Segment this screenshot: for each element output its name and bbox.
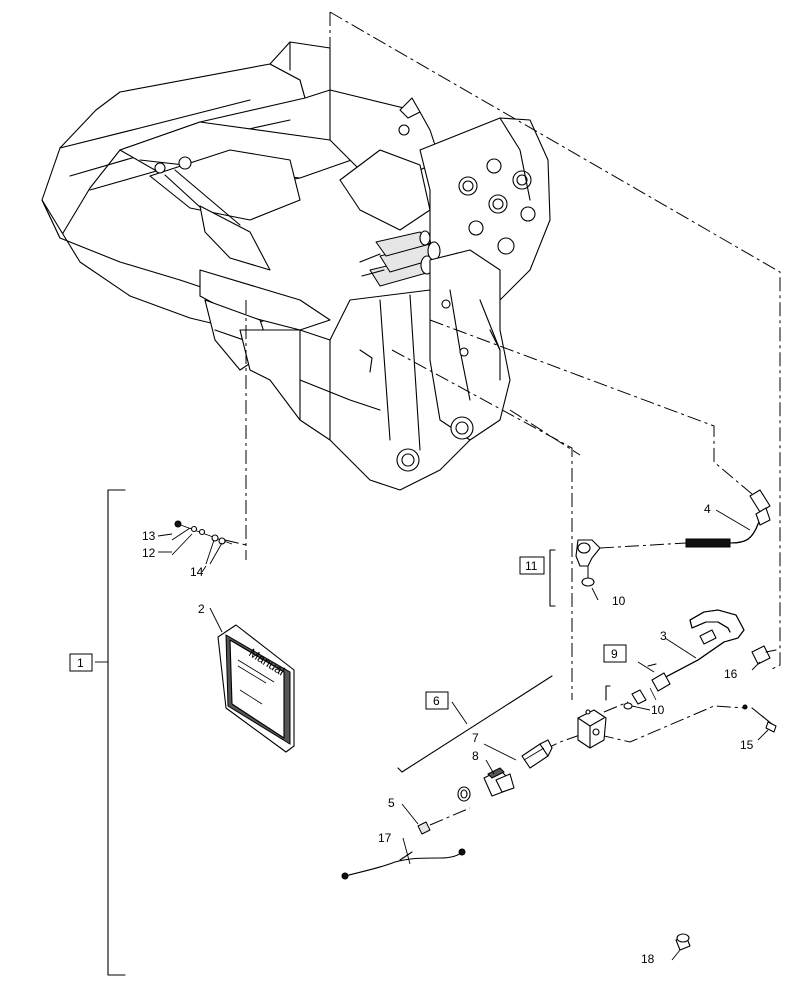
operator-manual-2: Manual (217, 624, 295, 753)
callout-4: 4 (704, 502, 711, 516)
callout-10-upper: 10 (612, 594, 626, 608)
kit-bracket-6 (397, 675, 553, 773)
callout-12: 12 (142, 546, 156, 560)
callout-5: 5 (388, 796, 395, 810)
callout-1: 1 (77, 656, 84, 670)
callout-2: 2 (198, 602, 205, 616)
callout-9: 9 (611, 647, 618, 661)
kit-bracket-1 (95, 489, 126, 976)
callout-10-lower: 10 (651, 703, 665, 717)
callout-8: 8 (472, 749, 479, 763)
callout-6: 6 (433, 694, 440, 708)
hydraulic-couplers (359, 230, 441, 287)
callout-13: 13 (142, 529, 156, 543)
callout-box-11: 11 (519, 556, 545, 575)
assembly-reference-lines (224, 11, 781, 826)
callout-box-1: 1 (69, 653, 93, 672)
manifold-block (577, 709, 607, 749)
plug-18 (675, 933, 691, 951)
hardware-bolts-12-13-14 (174, 520, 233, 545)
callout-leaders (171, 509, 769, 961)
pin-15 (742, 704, 777, 733)
fitting-9 (605, 663, 657, 705)
callout-15: 15 (740, 738, 754, 752)
fitting-16 (751, 645, 777, 665)
callout-11: 11 (525, 559, 538, 573)
harness-17 (341, 848, 466, 880)
callout-18: 18 (641, 952, 655, 966)
elbow-fitting-11 (549, 539, 601, 607)
clip-5 (417, 821, 431, 835)
hose-4 (685, 489, 771, 548)
callout-16: 16 (724, 667, 738, 681)
callout-box-9: 9 (603, 644, 627, 663)
sensor-7 (521, 739, 553, 769)
o-ring-10-upper (581, 577, 595, 587)
callout-7: 7 (472, 731, 479, 745)
tube-3 (651, 609, 745, 692)
connector-8 (457, 767, 515, 802)
callout-17: 17 (378, 831, 392, 845)
callout-14: 14 (190, 565, 204, 579)
callout-3: 3 (660, 629, 667, 643)
o-ring-10-lower (623, 702, 633, 710)
loader-frame-assembly (41, 41, 551, 491)
callout-box-6: 6 (425, 691, 449, 710)
